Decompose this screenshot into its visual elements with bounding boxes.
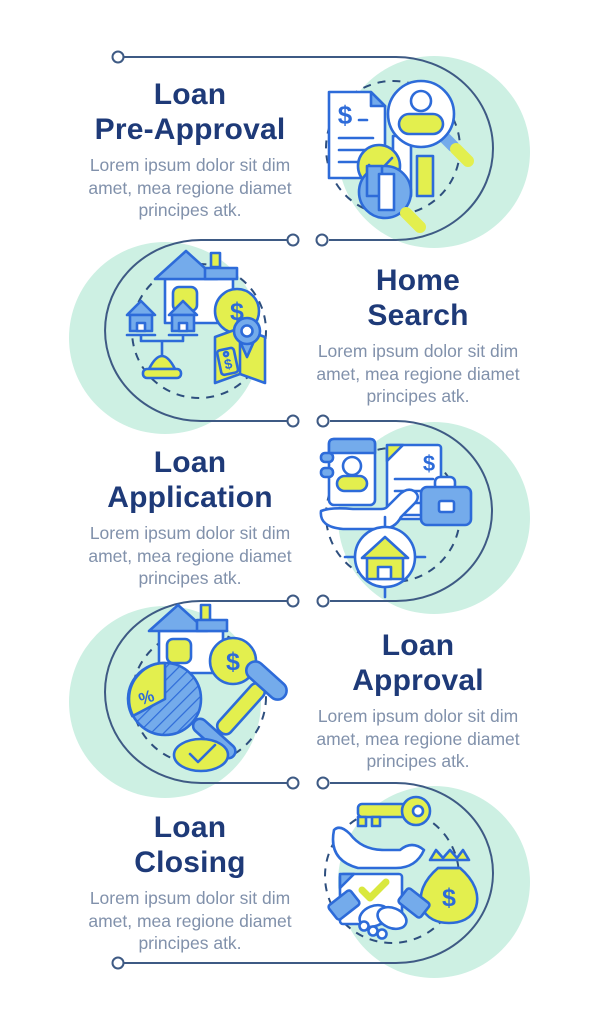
step-title-line: Loan	[153, 811, 227, 844]
step-title-line: Approval	[352, 664, 484, 697]
briefcase-icon	[419, 475, 473, 527]
home-search-illustration: $ $	[125, 249, 267, 385]
loan-closing-illustration: $	[327, 795, 479, 940]
pie-chart-percent-icon: %	[126, 661, 203, 737]
connector-dot	[316, 594, 330, 608]
loan-pre-approval-illustration: $	[327, 79, 474, 233]
step-title-line: Application	[107, 481, 273, 514]
connector-dot	[316, 414, 330, 428]
svg-text:$: $	[442, 884, 456, 912]
hand-contact-card-icon	[319, 437, 420, 531]
step-title-line: Pre-Approval	[94, 113, 286, 146]
balance-scale-houses-icon	[125, 299, 199, 380]
step-title-line: Closing	[134, 846, 246, 879]
connector-line	[330, 420, 493, 602]
connector-dot	[111, 50, 125, 64]
loan-application-illustration: $	[319, 437, 473, 599]
house-target-icon	[343, 515, 427, 599]
price-tag-icon: $	[215, 346, 240, 377]
handshake-document-icon	[327, 872, 431, 940]
connector-dot	[315, 233, 329, 247]
check-mark-icon	[358, 878, 390, 902]
connector-dot	[286, 594, 300, 608]
hand-key-icon	[331, 795, 432, 870]
svg-text:$: $	[338, 100, 353, 130]
connector-dot	[111, 956, 125, 970]
connector-line	[124, 782, 494, 964]
money-bag-icon: $	[419, 848, 479, 925]
magnifier-icon	[357, 164, 426, 233]
step-title-line: Home	[375, 264, 461, 297]
connector-dot	[286, 233, 300, 247]
map-pin-icon: $	[213, 316, 267, 385]
loan-approval-illustration: $ %	[126, 603, 288, 773]
magnifier-person-icon	[386, 79, 474, 167]
connector-dot	[316, 776, 330, 790]
connector-dot	[286, 414, 300, 428]
connector-dot	[286, 776, 300, 790]
connector-line	[124, 56, 494, 241]
svg-text:%: %	[136, 686, 157, 709]
gavel-icon	[191, 660, 288, 760]
step-title-line: Loan	[381, 629, 455, 662]
step-title-line: Loan	[153, 78, 227, 111]
svg-text:$: $	[223, 355, 234, 372]
connector-line	[104, 600, 288, 784]
step-title-line: Search	[367, 299, 469, 332]
svg-text:$: $	[226, 648, 240, 676]
svg-text:$: $	[423, 451, 435, 476]
step-title-line: Loan	[153, 446, 227, 479]
connector-line	[104, 239, 288, 422]
check-ellipse-icon	[172, 737, 230, 773]
